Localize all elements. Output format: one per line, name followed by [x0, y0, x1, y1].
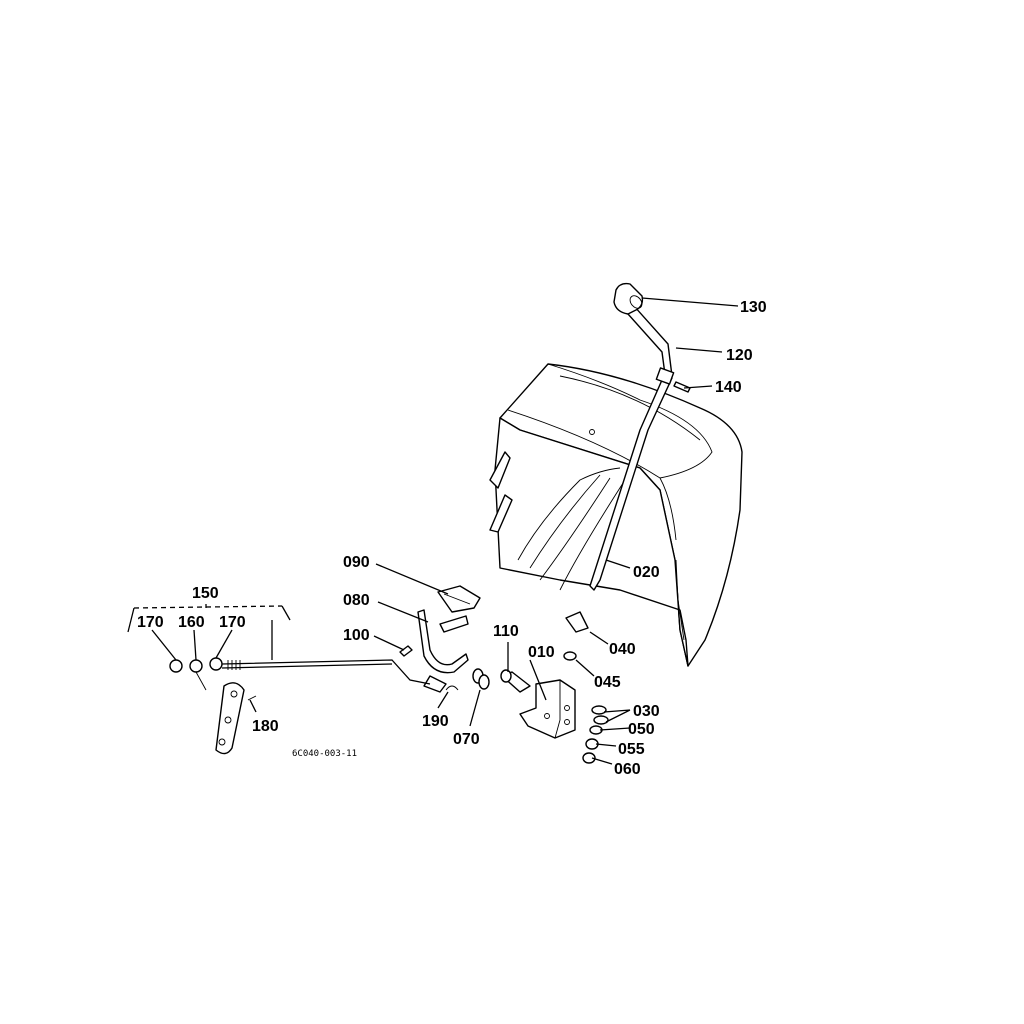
rod-150	[221, 659, 431, 685]
pivot-plate-040	[565, 611, 589, 633]
callout-110: 110	[493, 623, 519, 640]
washer-045	[563, 651, 577, 661]
callout-010: 010	[528, 644, 555, 661]
callout-140: 140	[715, 379, 742, 396]
callout-070: 070	[453, 731, 480, 748]
callout-090: 090	[343, 554, 370, 571]
callout-130: 130	[740, 299, 767, 316]
callout-160: 160	[178, 614, 205, 631]
pedal-pad-090	[437, 585, 481, 613]
pedal-arm-080	[417, 609, 469, 693]
callout-055: 055	[618, 741, 645, 758]
hardware-stack	[582, 705, 609, 764]
shift-lever	[589, 305, 675, 591]
callout-120: 120	[726, 347, 753, 364]
arm-plate-180	[215, 682, 257, 755]
shift-knob	[613, 282, 644, 315]
pin-100	[399, 645, 413, 657]
drawing-code: 6C040-003-11	[292, 749, 357, 759]
callout-170-right: 170	[219, 614, 246, 631]
clip-190	[445, 685, 459, 691]
callout-190: 190	[422, 713, 449, 730]
leader-lines	[151, 297, 739, 765]
callout-150: 150	[192, 585, 219, 602]
callout-060: 060	[614, 761, 641, 778]
callout-045: 045	[594, 674, 621, 691]
callout-100: 100	[343, 627, 370, 644]
callout-030: 030	[633, 703, 660, 720]
spring-070	[472, 668, 490, 690]
callout-020: 020	[633, 564, 660, 581]
bolt-110	[500, 669, 531, 693]
callout-180: 180	[252, 718, 279, 735]
callout-040: 040	[609, 641, 636, 658]
bracket-010	[519, 679, 576, 739]
callout-080: 080	[343, 592, 370, 609]
group-bracket-150	[127, 604, 291, 633]
dashboard-cover	[489, 363, 743, 667]
callout-050: 050	[628, 721, 655, 738]
bolt-140	[673, 381, 691, 393]
callout-170-left: 170	[137, 614, 164, 631]
rod-nuts	[169, 657, 223, 691]
